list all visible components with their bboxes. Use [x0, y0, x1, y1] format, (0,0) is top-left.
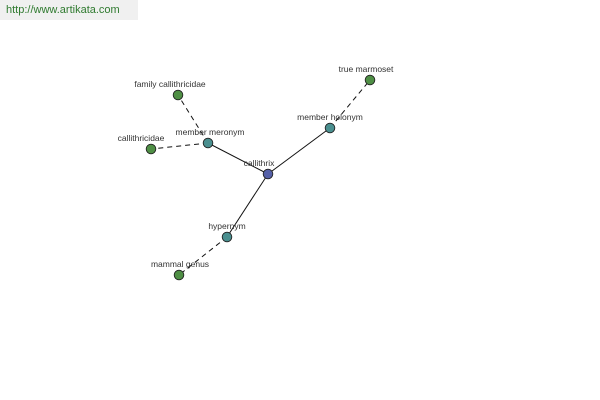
- node-marker-mammal-genus[interactable]: [173, 269, 185, 281]
- node-callithricidae[interactable]: callithricidae: [118, 133, 165, 155]
- edge-member-meronym-to-family-callithricidae: [177, 94, 209, 144]
- node-mammal-genus[interactable]: mammal genus: [151, 259, 209, 281]
- node-family-callithricidae[interactable]: family callithricidae: [134, 79, 206, 101]
- node-marker-true-marmoset[interactable]: [364, 74, 376, 86]
- edge-callithrix-to-member-holonym: [267, 127, 331, 175]
- node-member-meronym[interactable]: member meronym: [176, 127, 245, 149]
- graph-nodes: callithrix member meronym member holonym hy…: [118, 64, 394, 281]
- edge-callithrix-to-hypernym: [226, 173, 269, 238]
- site-url-link[interactable]: http://www.artikata.com: [6, 4, 120, 16]
- node-callithrix[interactable]: callithrix: [244, 158, 275, 180]
- node-label-callithrix: callithrix: [244, 158, 275, 168]
- graph-edges: [150, 79, 371, 276]
- node-marker-family-callithricidae[interactable]: [172, 89, 184, 101]
- node-marker-callithrix[interactable]: [262, 168, 274, 180]
- node-label-member-holonym: member holonym: [297, 112, 363, 122]
- node-label-member-meronym: member meronym: [176, 127, 245, 137]
- edge-member-meronym-to-callithricidae: [150, 142, 209, 150]
- node-marker-callithricidae[interactable]: [145, 143, 157, 155]
- node-label-true-marmoset: true marmoset: [339, 64, 394, 74]
- edge-hypernym-to-mammal-genus: [178, 236, 228, 276]
- edge-callithrix-to-member-meronym: [207, 142, 269, 175]
- node-true-marmoset[interactable]: true marmoset: [339, 64, 394, 86]
- node-label-mammal-genus: mammal genus: [151, 259, 209, 269]
- node-marker-member-meronym[interactable]: [202, 137, 214, 149]
- node-label-hypernym: hypernym: [208, 221, 245, 231]
- node-marker-member-holonym[interactable]: [324, 122, 336, 134]
- edge-member-holonym-to-true-marmoset: [329, 79, 371, 129]
- node-label-family-callithricidae: family callithricidae: [134, 79, 206, 89]
- node-label-callithricidae: callithricidae: [118, 133, 165, 143]
- node-hypernym[interactable]: hypernym: [208, 221, 246, 243]
- node-marker-hypernym[interactable]: [221, 231, 233, 243]
- node-member-holonym[interactable]: member holonym: [297, 112, 363, 134]
- url-banner: http://www.artikata.com: [0, 0, 138, 20]
